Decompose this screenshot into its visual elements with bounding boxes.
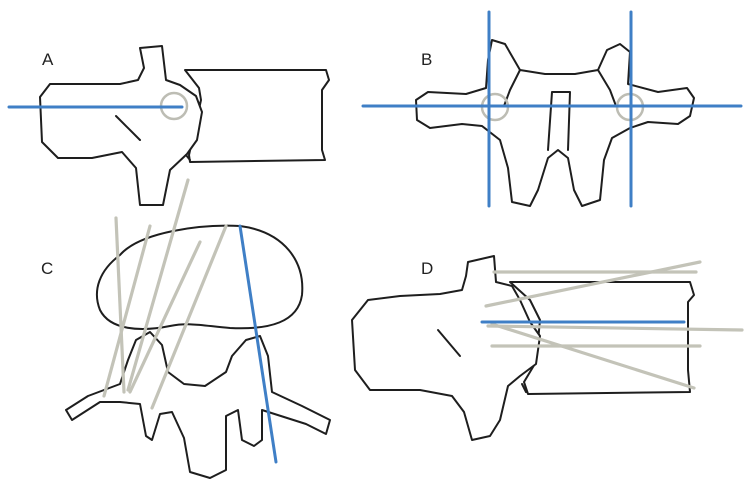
panel-label-d: D	[421, 259, 434, 279]
panel-a-vertebral-body	[185, 70, 329, 162]
panel-label-a: A	[42, 50, 54, 70]
panel-label-c: C	[41, 259, 54, 279]
panel-label-b: B	[421, 50, 433, 70]
panel-b-drawing	[363, 12, 741, 206]
panel-c-drawing	[66, 180, 330, 478]
panel-a-drawing	[9, 46, 329, 205]
panel-d-drawing	[352, 256, 742, 440]
panel-b-vertebra-outline	[416, 40, 694, 206]
panel-a-posterior-elements	[40, 46, 202, 205]
panel-c-posterior-arch	[66, 332, 330, 478]
